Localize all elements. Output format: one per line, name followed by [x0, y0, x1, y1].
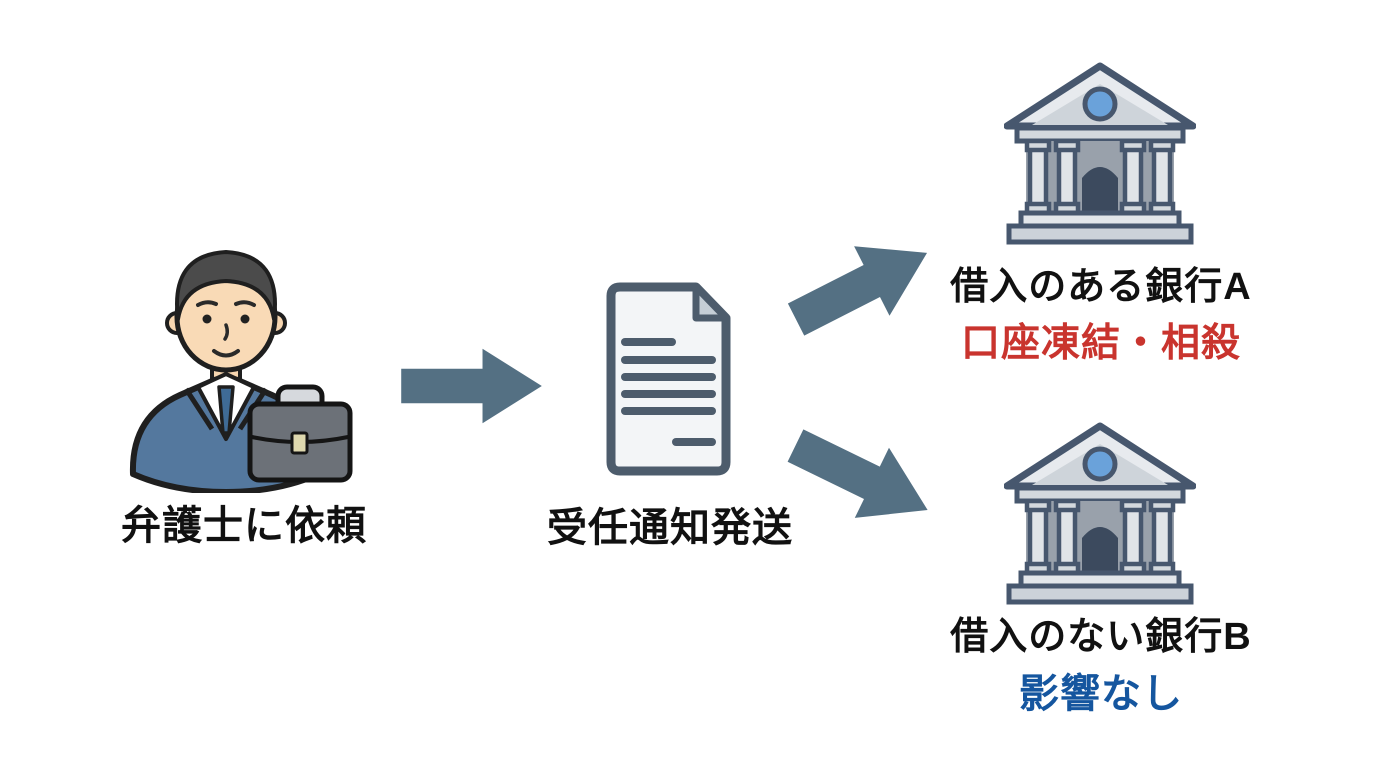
arrow-up-right-icon	[787, 246, 928, 336]
bank-a-label: 借入のある銀行A	[950, 266, 1252, 308]
bank-b-label: 借入のない銀行B	[950, 616, 1252, 658]
arrow-down-right-icon	[787, 429, 928, 518]
bank-a-effect-label: 口座凍結・相殺	[960, 322, 1241, 365]
bank-b-effect-label: 影響なし	[1019, 672, 1183, 716]
bank-b-icon	[1004, 422, 1196, 605]
lawyer-icon	[129, 250, 353, 493]
document-icon	[606, 282, 731, 476]
notice-label: 受任通知発送	[547, 506, 793, 550]
lawyer-label: 弁護士に依頼	[121, 504, 367, 548]
bank-a-icon	[1004, 62, 1196, 245]
arrow-right-icon	[401, 348, 542, 424]
